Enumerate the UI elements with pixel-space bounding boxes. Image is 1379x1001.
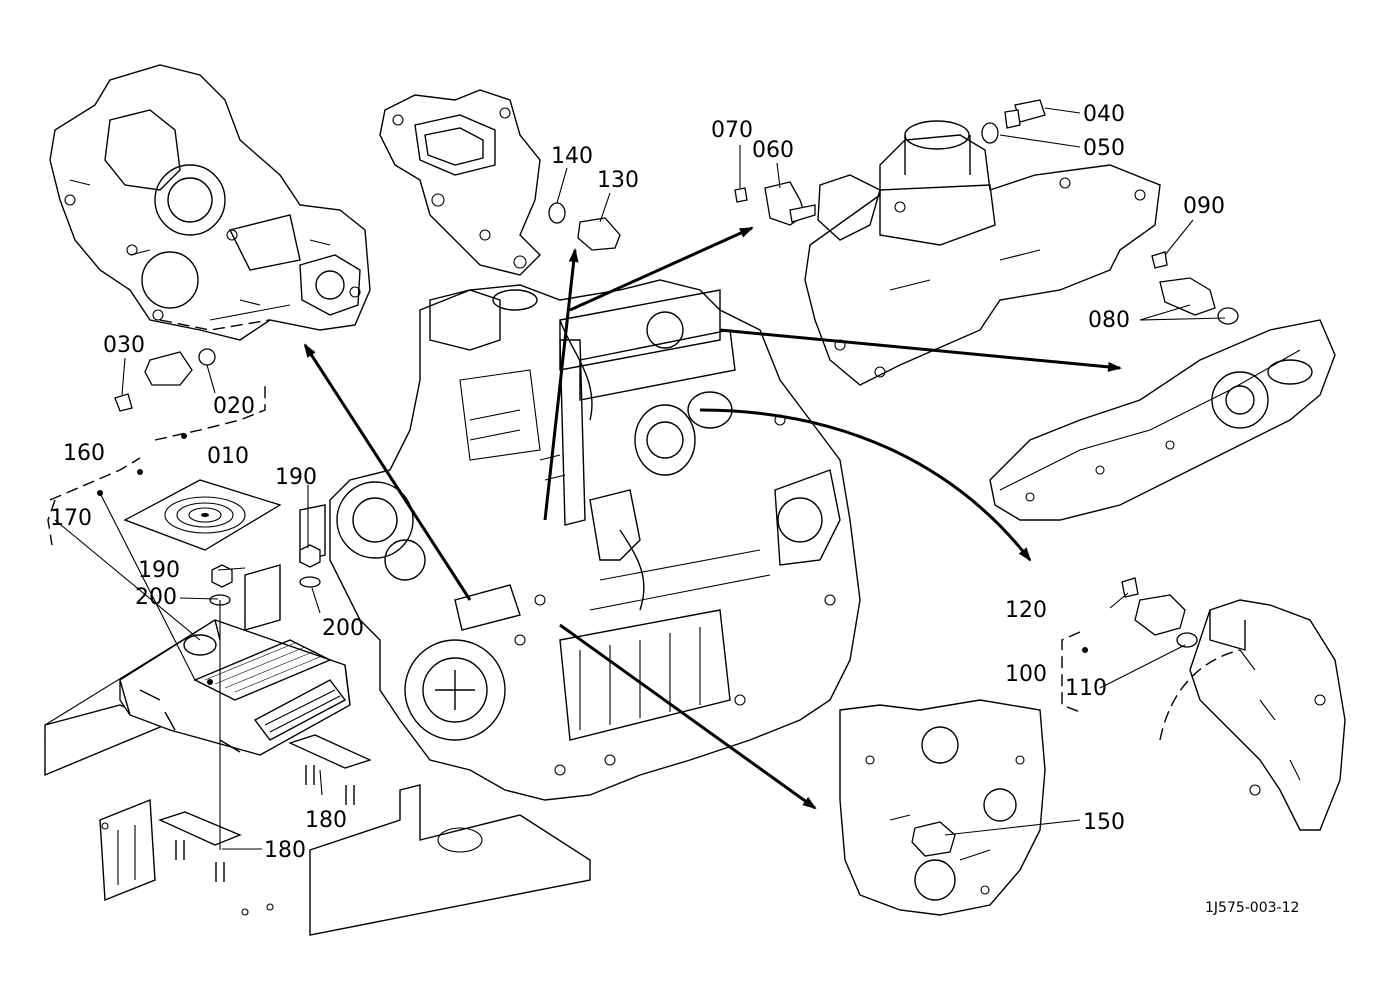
sensor-camshaft: [1151, 251, 1239, 325]
callout-170: 170: [50, 506, 92, 531]
callout-180-bottom: 180: [264, 838, 306, 863]
ecu-cover-plate: [123, 479, 282, 551]
callout-180-right: 180: [305, 808, 347, 833]
leader-lines: [44, 107, 1226, 850]
ecu-unit: [119, 619, 351, 756]
sensor-oil-pressure: [548, 202, 621, 251]
sensor-intake-air: [734, 181, 816, 226]
callout-060: 060: [752, 138, 794, 163]
sensor-coolant-030: [114, 348, 216, 412]
thermostat-housing: [379, 89, 541, 276]
flywheel-housing: [1159, 599, 1346, 831]
engine-block: [329, 279, 861, 801]
callout-110: 110: [1065, 676, 1107, 701]
callout-090: 090: [1183, 194, 1225, 219]
sensor-coolant-temp: [981, 99, 1046, 144]
callout-020: 020: [213, 394, 255, 419]
block-side-detail: [839, 699, 1046, 916]
valve-cover: [989, 319, 1336, 521]
callout-010: 010: [207, 444, 249, 469]
callout-030: 030: [103, 333, 145, 358]
group-brackets: [47, 385, 1088, 713]
drawing-reference-number: 1J575-003-12: [1205, 900, 1299, 916]
callout-190-left: 190: [138, 558, 180, 583]
callout-140: 140: [551, 144, 593, 169]
callout-050: 050: [1083, 136, 1125, 161]
callout-120: 120: [1005, 598, 1047, 623]
sensor-crankshaft: [1121, 577, 1198, 648]
gear-case-housing: [49, 64, 371, 341]
sensor-oil-pressure-150: [911, 821, 956, 857]
callout-070: 070: [711, 118, 753, 143]
callout-100: 100: [1005, 662, 1047, 687]
callout-080: 080: [1088, 308, 1130, 333]
intake-manifold: [804, 120, 1161, 386]
callout-130: 130: [597, 168, 639, 193]
callout-labels: 040 050 070 060 140 130 090 080 030 020 …: [50, 102, 1299, 916]
callout-160: 160: [63, 441, 105, 466]
callout-150: 150: [1083, 810, 1125, 835]
callout-040: 040: [1083, 102, 1125, 127]
callout-200-left: 200: [135, 585, 177, 610]
callout-200-right: 200: [322, 616, 364, 641]
pointer-arrows: [303, 226, 1122, 810]
callout-190-right: 190: [275, 465, 317, 490]
